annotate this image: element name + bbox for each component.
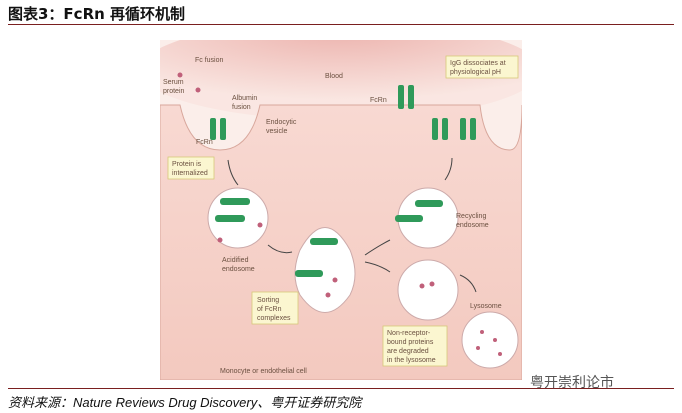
label-sorting-2: of FcRn bbox=[257, 306, 282, 313]
label-recycling: Recycling bbox=[456, 213, 486, 220]
label-endocytic: Endocytic bbox=[266, 119, 297, 126]
label-internalized: Protein is bbox=[172, 161, 202, 168]
label-sorting: Sorting bbox=[257, 297, 279, 304]
igg-box bbox=[445, 55, 519, 79]
label-blood: Blood bbox=[325, 73, 343, 80]
label-internalized-2: internalized bbox=[172, 170, 208, 177]
label-fc-fusion: Fc fusion bbox=[195, 57, 224, 64]
sorting-endosome bbox=[294, 227, 356, 313]
label-cell: Monocyte or endothelial cell bbox=[220, 368, 307, 375]
title-divider bbox=[8, 24, 674, 25]
label-nonreceptor-2: bound proteins bbox=[387, 339, 434, 346]
label-recycling-2: endosome bbox=[456, 222, 489, 229]
label-nonreceptor: Non-receptor- bbox=[387, 330, 431, 337]
label-nonreceptor-3: are degraded bbox=[387, 348, 429, 355]
caption-divider bbox=[8, 388, 674, 389]
label-lysosome: Lysosome bbox=[470, 303, 502, 310]
internalized-box bbox=[167, 156, 215, 180]
serum-proteins bbox=[177, 72, 502, 356]
label-igg-2: physiological pH bbox=[450, 69, 501, 76]
label-nonreceptor-4: in the lysosome bbox=[387, 357, 436, 364]
label-albumin: Albumin bbox=[232, 95, 257, 102]
figure-title: 图表3：FcRn 再循环机制 bbox=[8, 5, 186, 23]
label-fcrn-right: FcRn bbox=[370, 97, 387, 104]
lysosome bbox=[461, 311, 519, 369]
label-acidified-2: endosome bbox=[222, 266, 255, 273]
flow-arrows bbox=[227, 157, 477, 293]
degradation-vesicle bbox=[397, 259, 459, 321]
label-endocytic-2: vesicle bbox=[266, 128, 288, 135]
label-acidified: Acidified bbox=[222, 257, 249, 264]
sorting-box bbox=[251, 291, 299, 325]
label-sorting-3: complexes bbox=[257, 315, 291, 322]
source-caption: 资料来源：Nature Reviews Drug Discovery、粤开证券研… bbox=[8, 395, 362, 410]
label-serum: Serum bbox=[163, 79, 184, 86]
non-receptor-box bbox=[382, 325, 448, 367]
watermark: 粤开崇利论市 bbox=[530, 375, 614, 391]
fcrn-recycling-diagram: Blood Fc fusion Serum protein Albumin fu… bbox=[160, 40, 522, 380]
label-fcrn-left: FcRn bbox=[196, 139, 213, 146]
label-igg: IgG dissociates at bbox=[450, 60, 506, 67]
fcrn-receptors bbox=[210, 85, 476, 277]
label-serum-2: protein bbox=[163, 88, 185, 95]
label-albumin-2: fusion bbox=[232, 104, 251, 111]
